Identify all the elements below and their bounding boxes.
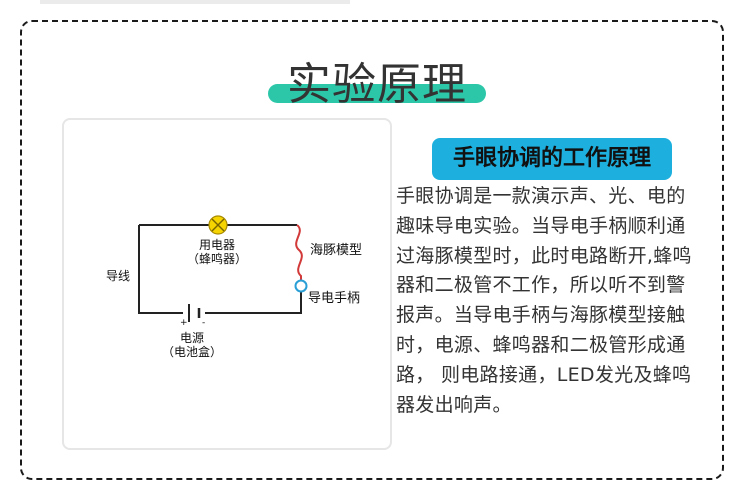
circuit-diagram-panel: + - 用电器 （蜂鸣器） 导线 电源 （电池盒） [62,118,392,450]
wire-label: 导线 [106,269,130,283]
source-label: 电源 [180,331,204,345]
page-title: 实验原理 [287,59,467,110]
handle-ring-icon [294,279,308,293]
appliance-label: 用电器 [199,238,235,252]
dolphin-label: 海豚模型 [310,243,362,258]
battery-plus-sign: + [180,318,188,328]
top-divider [40,0,350,4]
description-line: 手眼协调是一款演示声、光、电的 [396,185,686,207]
dolphin-wire [295,224,303,280]
description-line: 器和二极管不工作，所以听不到警 [396,274,686,297]
title-highlight-bar [268,84,486,103]
description-text: 手眼协调是一款演示声、光、电的 趣味导电实验。当导电手柄顺利通 过海豚模型时，此… [396,182,724,420]
circuit-diagram: + - 用电器 （蜂鸣器） 导线 电源 （电池盒） [106,215,308,359]
source-sub-label: （电池盒） [162,344,222,359]
description-line: 过海豚模型时，此时电路断开,蜂鸣 [396,244,692,267]
battery-minus-sign: - [202,318,205,328]
wire-left-bottom [138,225,183,314]
wire-bottom-right [205,292,302,314]
subtitle-badge: 手眼协调的工作原理 [432,138,672,180]
description-line: 时，电源、蜂鸣器和二极管形成通 [396,333,686,356]
appliance-sub-label: （蜂鸣器） [187,251,247,266]
section-title: 实验原理 [268,50,486,110]
description-line: 路， 则电路接通，LED发光及蜂鸣 [396,363,692,386]
description-line: 趣味导电实验。当导电手柄顺利通 [396,214,686,237]
diagram-outer-labels: 海豚模型 导电手柄 [308,243,362,306]
description-line: 报声。当导电手柄与海豚模型接触 [396,304,686,327]
handle-label: 导电手柄 [308,291,360,306]
lamp-cross-b [211,218,225,232]
description-line: 器发出响声。 [396,393,512,416]
